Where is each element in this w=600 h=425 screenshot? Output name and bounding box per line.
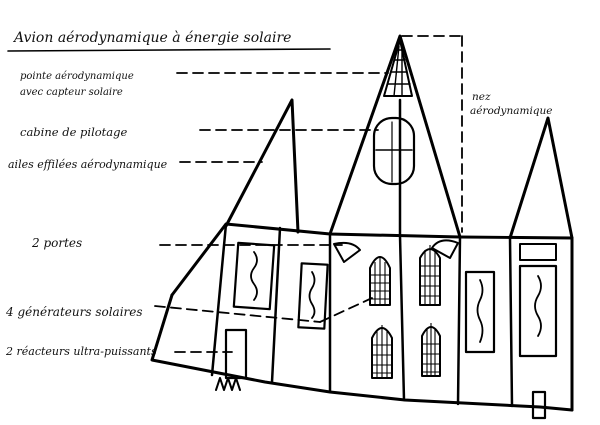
window-right-2-top — [519, 243, 557, 261]
panel-divider-5 — [456, 235, 462, 406]
sensor-outline — [383, 39, 413, 97]
left-wing-spike — [224, 98, 300, 234]
generator-hatching — [370, 245, 440, 378]
door-left — [333, 241, 361, 263]
sensor-grid-line — [393, 45, 400, 97]
window-right-1 — [464, 270, 496, 354]
label-wings: ailes effilées aérodynamique — [8, 158, 168, 171]
generator-3 — [371, 327, 393, 379]
window-right-1-squiggle — [476, 279, 484, 343]
label-nose-tip-line1: pointe aérodynamique — [20, 71, 134, 82]
reactor-right — [531, 390, 547, 420]
window-left-squiggle — [250, 251, 258, 301]
panel-divider-4 — [398, 234, 406, 402]
label-reactors: 2 réacteurs ultra-puissants — [5, 345, 157, 358]
label-cockpit: cabine de pilotage — [20, 125, 128, 139]
leader-lines — [154, 35, 463, 353]
label-doors: 2 portes — [31, 236, 82, 250]
right-wing-spike — [508, 116, 574, 240]
window-mid-squiggle — [308, 271, 316, 319]
side-windows — [232, 241, 558, 358]
labels: pointe aérodynamique avec capteur solair… — [5, 71, 553, 358]
reactor-left-exhaust — [215, 377, 241, 391]
window-mid — [297, 262, 329, 330]
aircraft — [150, 34, 574, 420]
reactor-left — [224, 328, 248, 380]
panel-divider-1 — [210, 222, 228, 377]
window-left — [232, 241, 276, 311]
reactors — [215, 328, 547, 420]
diagram-title: Avion aérodynamique à énergie solaire — [7, 30, 331, 52]
solar-sensor-grid — [383, 39, 413, 97]
door-right — [431, 239, 459, 259]
panel-divider-2 — [270, 226, 282, 384]
label-generators: 4 générateurs solaires — [5, 305, 143, 319]
generator-1 — [369, 256, 391, 306]
leader-generators-2 — [319, 297, 373, 323]
title-underline — [7, 48, 331, 52]
label-nose-tip-line2: avec capteur solaire — [20, 87, 123, 98]
title-text: Avion aérodynamique à énergie solaire — [12, 30, 291, 46]
window-right-2-squiggle — [534, 275, 542, 337]
leader-generators-1 — [154, 305, 321, 323]
cockpit-outline — [372, 116, 416, 186]
label-nose-line1: nez — [472, 91, 491, 103]
central-spire — [328, 34, 462, 239]
solar-generators — [369, 245, 441, 379]
generator-2 — [419, 248, 441, 306]
cockpit-window — [372, 116, 416, 186]
doors — [333, 239, 459, 263]
generator-4 — [421, 326, 441, 377]
panel-divider-6 — [508, 236, 514, 408]
window-right-2 — [518, 264, 558, 358]
label-nose-line2: aérodynamique — [470, 105, 553, 117]
